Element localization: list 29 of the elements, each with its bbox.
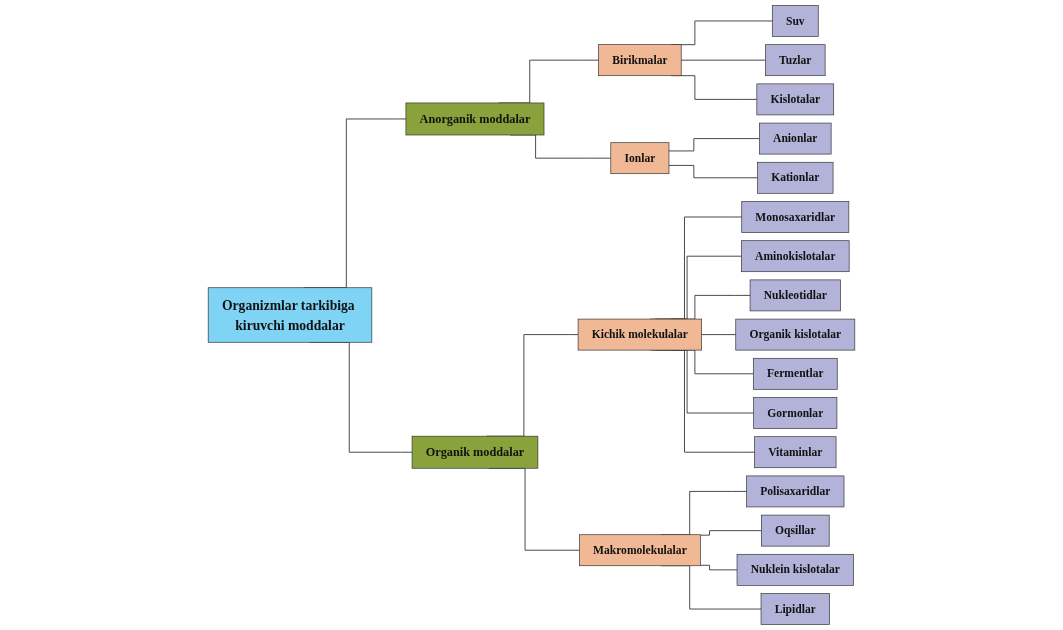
node-box: Organik kislotalar	[735, 318, 856, 351]
node-box: Anionlar	[759, 122, 832, 155]
node-box: Nuklein kislotalar	[736, 554, 854, 586]
connector	[668, 138, 760, 152]
node-box: Makromolekulalar	[579, 534, 701, 567]
node-box: Kislotalar	[756, 83, 835, 116]
connector	[701, 334, 737, 336]
node-box: Monosaxaridlar	[741, 201, 850, 233]
node-box: Tuzlar	[765, 44, 826, 77]
node-box: Kichik molekulalar	[577, 318, 702, 351]
node-box: Fermentlar	[753, 357, 838, 390]
node-box: Gormonlar	[753, 397, 838, 429]
node-box: Birikmalar	[598, 44, 682, 77]
node-box: Ionlar	[610, 142, 670, 175]
node-box: Organik moddalar	[411, 435, 539, 469]
node-box: Vitaminlar	[754, 436, 837, 469]
node-box: Suv	[771, 5, 819, 37]
node-box: Oqsillar	[761, 514, 830, 547]
connector	[668, 164, 758, 179]
node-box: Kationlar	[757, 161, 834, 194]
connector	[699, 530, 762, 536]
node-box: Aminokislotalar	[741, 240, 850, 273]
node-box: Organizmlar tarkibiga kiruvchi moddalar	[207, 287, 373, 343]
connector	[699, 564, 738, 571]
node-box: Polisaxaridlar	[746, 475, 845, 508]
node-box: Anorganik moddalar	[405, 102, 545, 136]
connector	[680, 59, 766, 61]
node-box: Nukleotidlar	[749, 279, 841, 312]
node-box: Lipidlar	[760, 593, 830, 625]
